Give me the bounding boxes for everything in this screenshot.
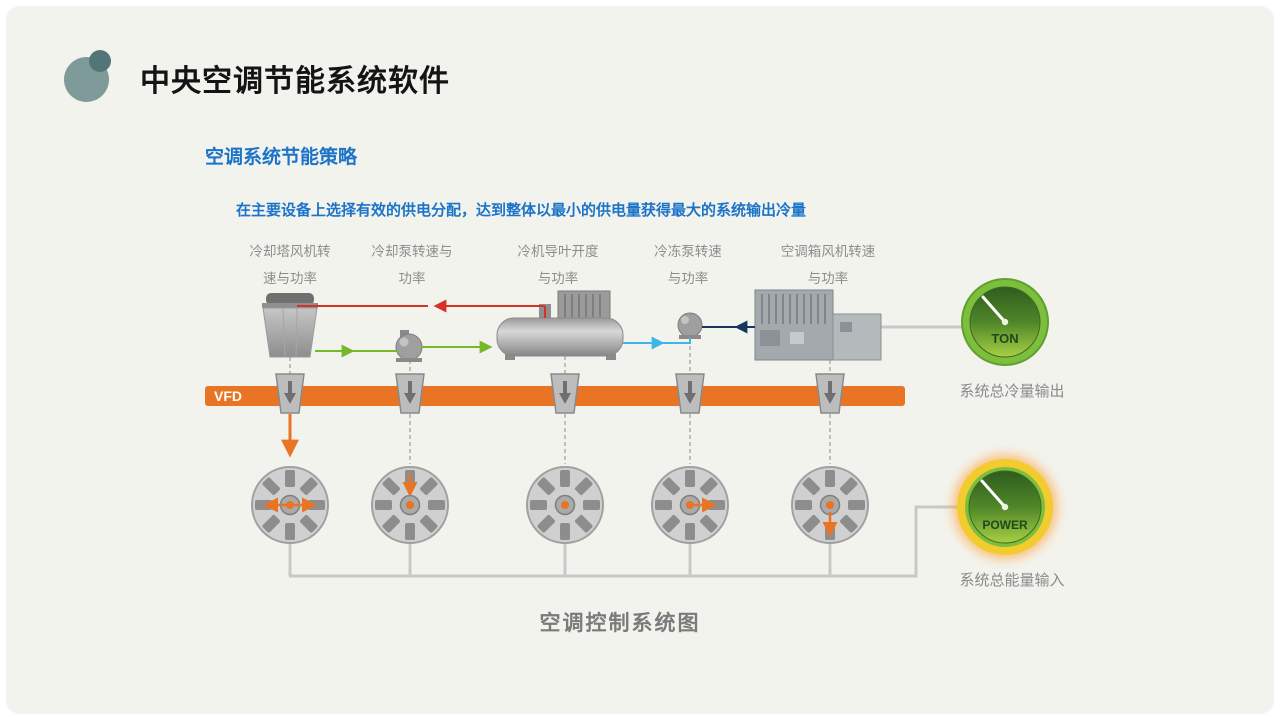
- equipment-label-line: 冷冻泵转速: [654, 244, 722, 259]
- chilled-water-pump-icon: [677, 312, 703, 339]
- vfd-converter-icon: [550, 373, 580, 414]
- equipment-vfd-connectors: [289, 339, 831, 376]
- chiller-icon: [496, 290, 624, 360]
- equipment-label-line: 冷机导叶开度: [517, 244, 599, 259]
- vfd-fan-connectors: [409, 414, 831, 464]
- power-gauge-caption: 系统总能量输入: [959, 572, 1065, 589]
- equipment-label-cooling-pump: 冷却泵转速与 功率: [332, 238, 492, 292]
- equipment-label-line: 速与功率: [263, 271, 317, 286]
- condenser-water-line: [297, 299, 546, 318]
- equipment-label-chiller-vane: 冷机导叶开度 与功率: [478, 238, 638, 292]
- equipment-label-line: 与功率: [807, 271, 849, 286]
- page-title: 中央空调节能系统软件: [140, 65, 450, 98]
- equipment-label-line: 与功率: [537, 271, 579, 286]
- ton-gauge: TON: [961, 278, 1049, 366]
- cooling-tower-icon: [262, 293, 318, 358]
- equipment-label-chilled-pump: 冷冻泵转速 与功率: [608, 238, 768, 292]
- equipment-label-line: 空调箱风机转速: [780, 244, 876, 259]
- vfd-converter-icon: [275, 373, 305, 414]
- equipment-label-line: 功率: [398, 271, 426, 286]
- equipment-label-line: 与功率: [667, 271, 709, 286]
- power-gauge-label: POWER: [982, 518, 1028, 532]
- vfd-label: VFD: [214, 388, 242, 404]
- ton-gauge-label: TON: [991, 331, 1018, 346]
- cooling-pump-icon: [395, 330, 423, 362]
- air-handling-unit-icon: [754, 289, 882, 361]
- vfd-converter-icon: [815, 373, 845, 414]
- power-gauge: POWER: [954, 456, 1056, 558]
- equipment-label-cooling-tower-fan: 冷却塔风机转 速与功率: [210, 238, 370, 292]
- strategy-description: 在主要设备上选择有效的供电分配，达到整体以最小的供电量获得最大的系统输出冷量: [236, 202, 807, 219]
- slide-background: [6, 6, 1274, 714]
- equipment-label-line: 冷却塔风机转: [249, 244, 331, 259]
- decor-circle-small: [89, 50, 111, 72]
- cooling-water-lines: [315, 340, 493, 358]
- diagram-caption: 空调控制系统图: [539, 612, 701, 635]
- equipment-label-line: 冷却泵转速与: [371, 244, 453, 259]
- fan-motor-icon: [526, 466, 604, 544]
- ton-gauge-caption: 系统总冷量输出: [959, 383, 1065, 400]
- section-subtitle: 空调系统节能策略: [205, 147, 358, 168]
- fan-speed-arrows: [263, 474, 838, 537]
- fan-motor-icon: [651, 466, 729, 544]
- vfd-converter-icon: [675, 373, 705, 414]
- chilled-water-supply-line: [623, 336, 691, 350]
- vfd-converter-icon: [395, 373, 425, 414]
- equipment-label-ahu-fan: 空调箱风机转速 与功率: [748, 238, 908, 292]
- fan-power-connectors: [288, 505, 960, 578]
